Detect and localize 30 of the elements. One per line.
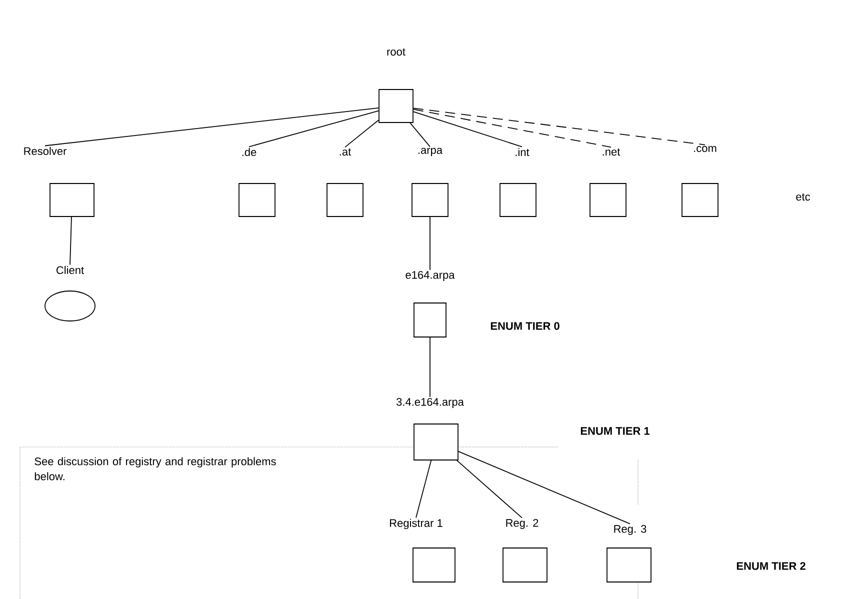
connector-line: [413, 108, 706, 146]
connector-line: [458, 451, 630, 524]
connector-line: [413, 111, 522, 148]
tier-label: ENUM TIER 1: [580, 427, 650, 435]
tier-label: ENUM TIER 0: [490, 322, 560, 330]
connector-line: [416, 460, 432, 518]
node-label: Reg. 3: [614, 525, 646, 535]
connector-line: [344, 120, 379, 148]
node-label: Client: [56, 266, 84, 274]
node-label: Resolver: [24, 146, 67, 156]
node-label: .at: [340, 148, 352, 156]
node-label: 3.4.e164.arpa: [396, 398, 464, 408]
node-label: root: [387, 48, 406, 56]
node-label: e164.arpa: [406, 271, 455, 281]
text-label: etc: [796, 193, 810, 201]
node-label: Reg. 2: [506, 519, 538, 529]
node-label: .int: [516, 148, 530, 156]
connector-line: [44, 108, 379, 146]
connector-line: [248, 110, 379, 148]
node-label: .de: [242, 148, 256, 156]
connector-line: [456, 460, 522, 518]
tier-label: ENUM TIER 2: [736, 562, 806, 570]
connector-line: [413, 108, 612, 148]
node-label: .net: [602, 148, 620, 156]
connector-line: [410, 122, 430, 148]
node-label: .com: [694, 146, 716, 152]
note-text: See discussion of registry and registrar problems below.: [34, 457, 276, 480]
connector-line: [70, 216, 72, 266]
node-label: .arpa: [418, 148, 443, 156]
node-label: Registrar 1: [390, 518, 442, 530]
